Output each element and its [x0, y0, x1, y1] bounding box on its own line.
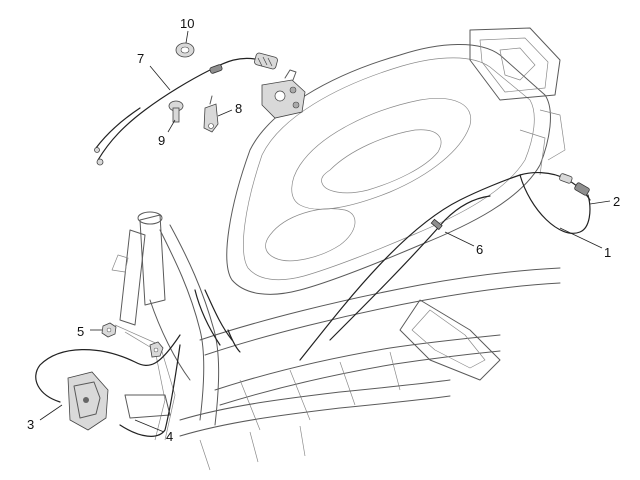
connector-parts	[559, 173, 590, 196]
callout-labels: 1 2 3 4 5 6 7 8 9 10	[27, 16, 620, 444]
callout-2: 2	[613, 194, 620, 209]
callout-8: 8	[235, 101, 242, 116]
callout-7: 7	[137, 51, 144, 66]
clip-near-frame	[149, 341, 164, 358]
cable-runs	[35, 57, 591, 437]
valve-block	[261, 69, 306, 119]
callout-3: 3	[27, 417, 34, 432]
callout-1: 1	[604, 245, 611, 260]
small-parts	[101, 42, 590, 358]
callout-10: 10	[180, 16, 194, 31]
leader-lines	[39, 30, 611, 433]
clamp-part-10	[175, 42, 195, 58]
frame-body	[67, 27, 566, 471]
bolt-part-9	[168, 100, 184, 123]
callout-9: 9	[158, 133, 165, 148]
cable-adjuster	[209, 52, 278, 74]
bracket-part-8	[203, 95, 219, 133]
callout-5: 5	[77, 324, 84, 339]
callout-6: 6	[476, 242, 483, 257]
nut-part-5	[101, 322, 117, 338]
clip-part-6	[430, 218, 443, 231]
callout-4: 4	[166, 429, 173, 444]
